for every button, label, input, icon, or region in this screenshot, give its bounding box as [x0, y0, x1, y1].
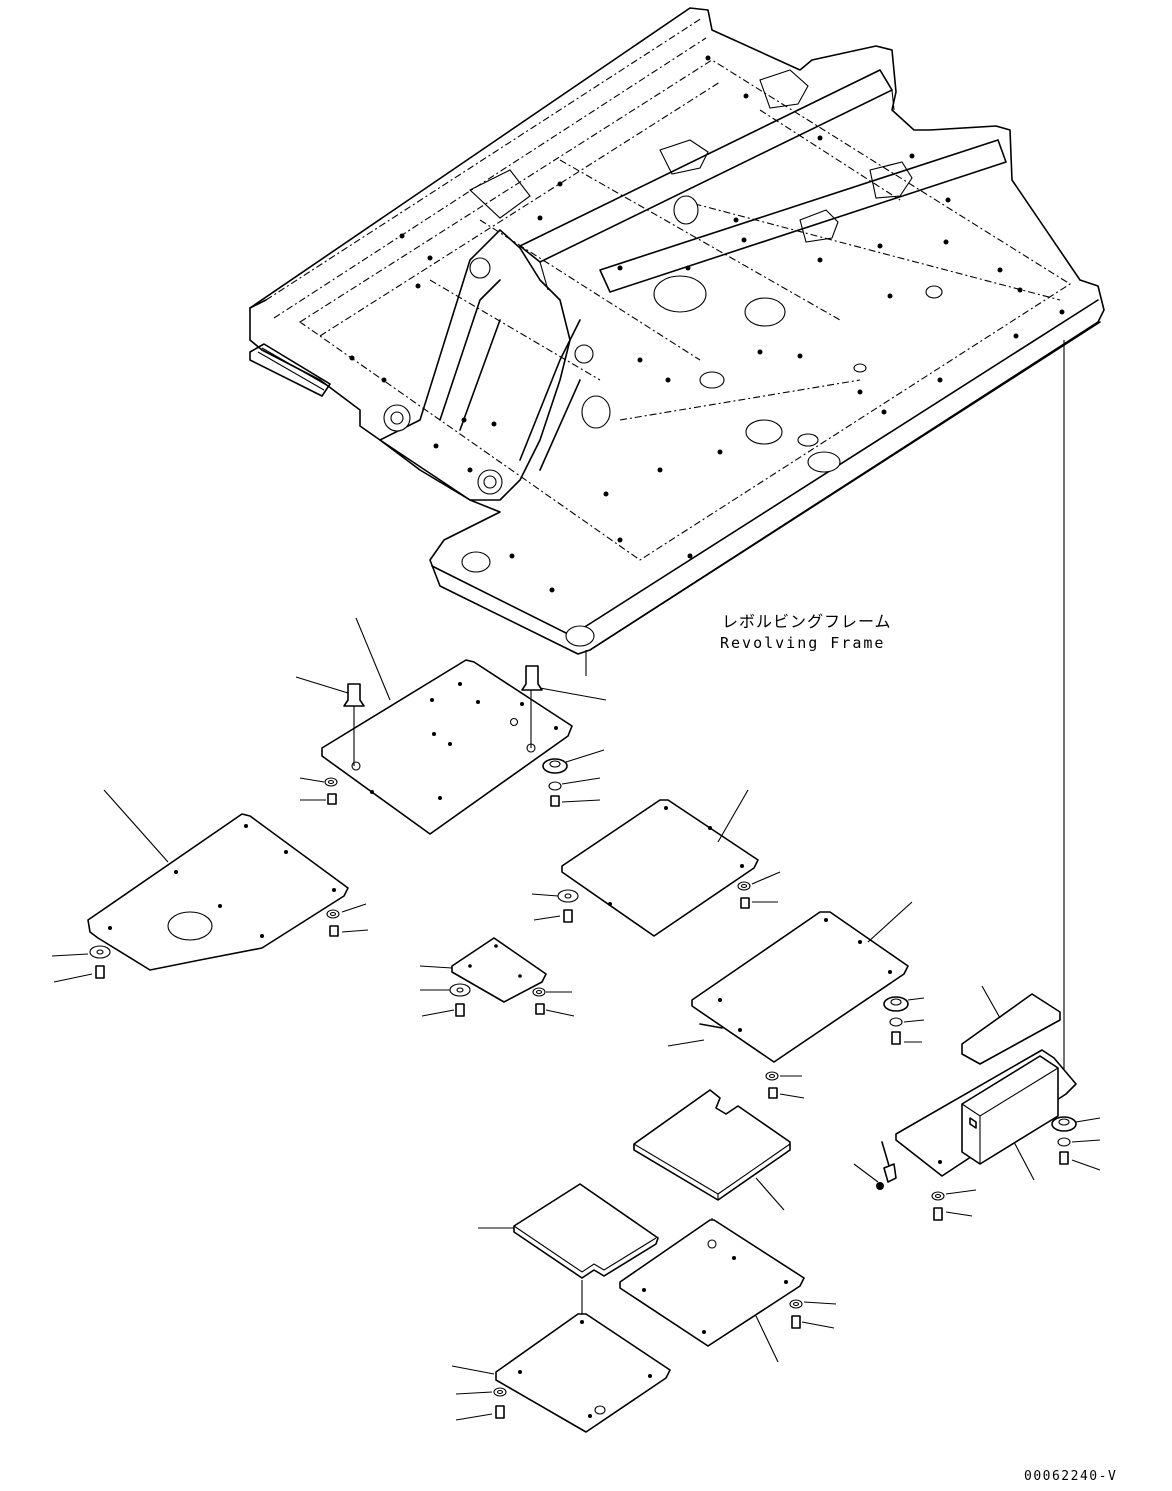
pin-left	[343, 683, 365, 766]
revolving-frame: レボルビングフレーム Revolving Frame	[249, 7, 1105, 655]
cover-plate-center	[561, 789, 759, 937]
fasteners-center	[531, 871, 781, 923]
drawing-number: 00062240-V	[1024, 1469, 1117, 1484]
cover-plate-upper	[295, 617, 607, 835]
fasteners-bottom-right	[789, 1299, 837, 1329]
cover-plate-bottom-left	[451, 1313, 671, 1433]
frame-label-jp: レボルビングフレーム	[722, 612, 892, 631]
fasteners-battery	[931, 1116, 1101, 1221]
cover-plate-bottom-right	[619, 1219, 805, 1363]
pin-right	[521, 665, 543, 748]
battery-cover-assembly	[853, 985, 1077, 1190]
fasteners-top-left	[299, 777, 338, 805]
cover-plate-right	[667, 901, 913, 1063]
fasteners-left	[51, 903, 369, 983]
fasteners-small-plate	[420, 983, 575, 1017]
fasteners-bottom-left	[455, 1387, 507, 1421]
fasteners-top-right	[542, 749, 605, 807]
cover-plate-left	[87, 789, 349, 971]
fasteners-right-plate	[765, 996, 925, 1099]
cover-plate-small	[419, 937, 547, 1003]
floor-mat-left	[478, 1183, 659, 1376]
floor-mat-right	[633, 1089, 791, 1288]
frame-label-en: Revolving Frame	[720, 634, 885, 652]
